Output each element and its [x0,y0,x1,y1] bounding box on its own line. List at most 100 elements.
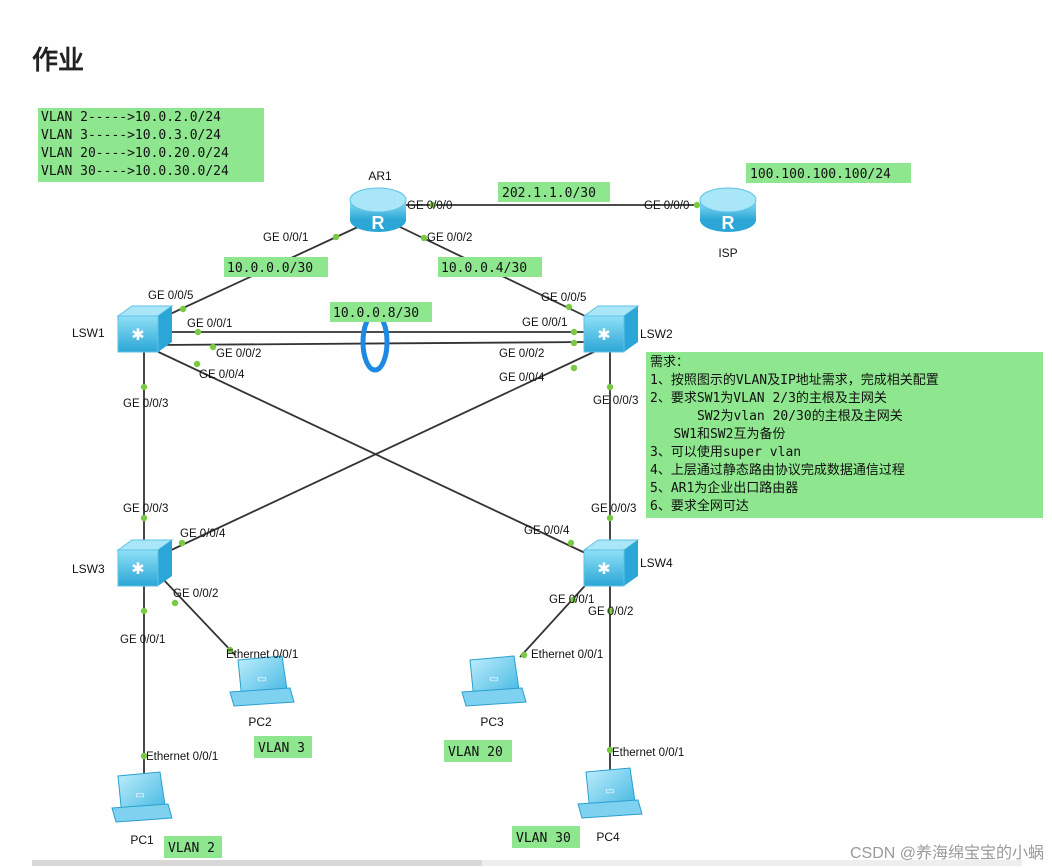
port-dot [209,343,217,351]
port-ar1-ge000: GE 0/0/0 [407,200,452,212]
port-dot [193,360,201,368]
port-lsw2-ge003: GE 0/0/3 [593,395,638,407]
pc2[interactable]: ▭ [229,655,295,707]
label-ar1: AR1 [368,169,392,183]
subnet-lsw1-lsw2: 10.0.0.8/30 [333,306,419,321]
port-lsw2-ge004: GE 0/0/4 [499,372,545,384]
port-lsw3-ge001: GE 0/0/1 [120,634,165,646]
port-dot [140,383,148,391]
port-dot [332,233,340,241]
vlan-map-line-4: VLAN 30---->10.0.30.0/24 [41,164,229,179]
switch-lsw4[interactable]: ✱ [582,539,640,587]
port-dot [178,539,186,547]
subnet-lsw1-lsw2-bg [330,302,432,322]
switch-lsw2[interactable]: ✱ [582,305,640,353]
link-lsw3-pc2 [161,577,236,656]
vlan-pc3: VLAN 20 [448,745,503,760]
pc-icon: ▭ [489,674,498,685]
port-dot [606,746,614,754]
label-pc2: PC2 [248,715,272,729]
subnet-ar1-lsw2: 10.0.0.4/30 [441,261,527,276]
pc-icon: ▭ [605,786,614,797]
router-ar1[interactable]: R [349,187,407,233]
vlan-pc3-bg [444,740,512,762]
port-lsw4-ge001: GE 0/0/1 [549,594,594,606]
label-lsw2: LSW2 [640,327,673,341]
port-dot [570,328,578,336]
port-lsw3-ge002: GE 0/0/2 [173,588,218,600]
port-lsw1-ge004: GE 0/0/4 [199,369,245,381]
port-dot [606,514,614,522]
req-line-5: 3、可以使用super vlan [650,444,801,460]
port-lsw1-ge005: GE 0/0/5 [148,290,193,302]
switch-lsw1[interactable]: ✱ [116,305,174,353]
label-lsw1: LSW1 [72,326,105,340]
port-lsw1-ge001: GE 0/0/1 [187,318,232,330]
router-icon: R [372,213,385,233]
port-dot [693,201,701,209]
port-ar1-ge001: GE 0/0/1 [263,232,308,244]
pc4[interactable]: ▭ [577,767,643,819]
port-dot [567,539,575,547]
req-line-7: 5、AR1为企业出口路由器 [650,480,798,496]
scrollbar-track[interactable] [482,860,1022,866]
port-lsw1-ge002: GE 0/0/2 [216,348,261,360]
port-lsw2-ge002: GE 0/0/2 [499,348,544,360]
port-lsw3-ge004: GE 0/0/4 [180,528,226,540]
port-dot [194,328,202,336]
pc-icon: ▭ [257,674,266,685]
vlan-pc4-bg [512,826,580,848]
port-lsw3-ge003: GE 0/0/3 [123,503,168,515]
port-dot [140,514,148,522]
pc1[interactable]: ▭ [111,771,173,823]
port-dot [606,607,614,615]
port-ar1-ge002: GE 0/0/2 [427,232,472,244]
label-lsw4: LSW4 [640,556,673,570]
port-dot [429,201,437,209]
port-lsw1-ge003: GE 0/0/3 [123,398,168,410]
label-lsw3: LSW3 [72,562,105,576]
port-dot [226,646,234,654]
label-pc3: PC3 [480,715,504,729]
port-pc2-eth: Ethernet 0/0/1 [226,649,298,661]
switch-lsw3[interactable]: ✱ [116,539,174,587]
vlan-pc2: VLAN 3 [258,741,305,756]
req-line-4: SW1和SW2互为备份 [650,426,785,442]
port-dot [171,599,179,607]
port-lsw4-ge002: GE 0/0/2 [588,606,633,618]
port-lsw2-ge005: GE 0/0/5 [541,292,586,304]
port-dot [140,752,148,760]
vlan-pc1-bg [164,836,222,858]
scrollbar-thumb[interactable] [32,860,482,866]
req-line-8: 6、要求全网可达 [650,498,749,514]
subnet-ar1-lsw1: 10.0.0.0/30 [227,261,313,276]
isp-address: 100.100.100.100/24 [750,167,891,182]
requirements-box [646,352,1043,518]
switch-icon: ✱ [131,559,144,578]
eth-trunk-icon [360,311,390,373]
router-isp[interactable]: R [699,187,757,233]
port-dot [520,651,528,659]
port-dot [179,305,187,313]
label-pc1: PC1 [130,833,154,847]
port-dot [606,383,614,391]
port-dot [140,607,148,615]
port-dot [565,303,573,311]
switch-icon: ✱ [597,325,610,344]
port-dot [570,339,578,347]
vlan-pc4: VLAN 30 [516,831,571,846]
pc3[interactable]: ▭ [461,655,527,707]
port-dot [420,234,428,242]
isp-address-bg [746,163,911,183]
switch-icon: ✱ [597,559,610,578]
subnet-ar1-lsw2-bg [438,257,542,277]
req-line-3: SW2为vlan 20/30的主根及主网关 [650,408,903,424]
port-isp-ge000: GE 0/0/0 [644,200,689,212]
label-pc4: PC4 [596,830,620,844]
subnet-ar1-isp-bg [498,182,610,202]
vlan-pc1: VLAN 2 [168,841,215,856]
router-icon: R [722,213,735,233]
req-line-1: 1、按照图示的VLAN及IP地址需求，完成相关配置 [650,372,939,388]
vlan-pc2-bg [254,736,312,758]
page-title: 作业 [32,46,85,76]
